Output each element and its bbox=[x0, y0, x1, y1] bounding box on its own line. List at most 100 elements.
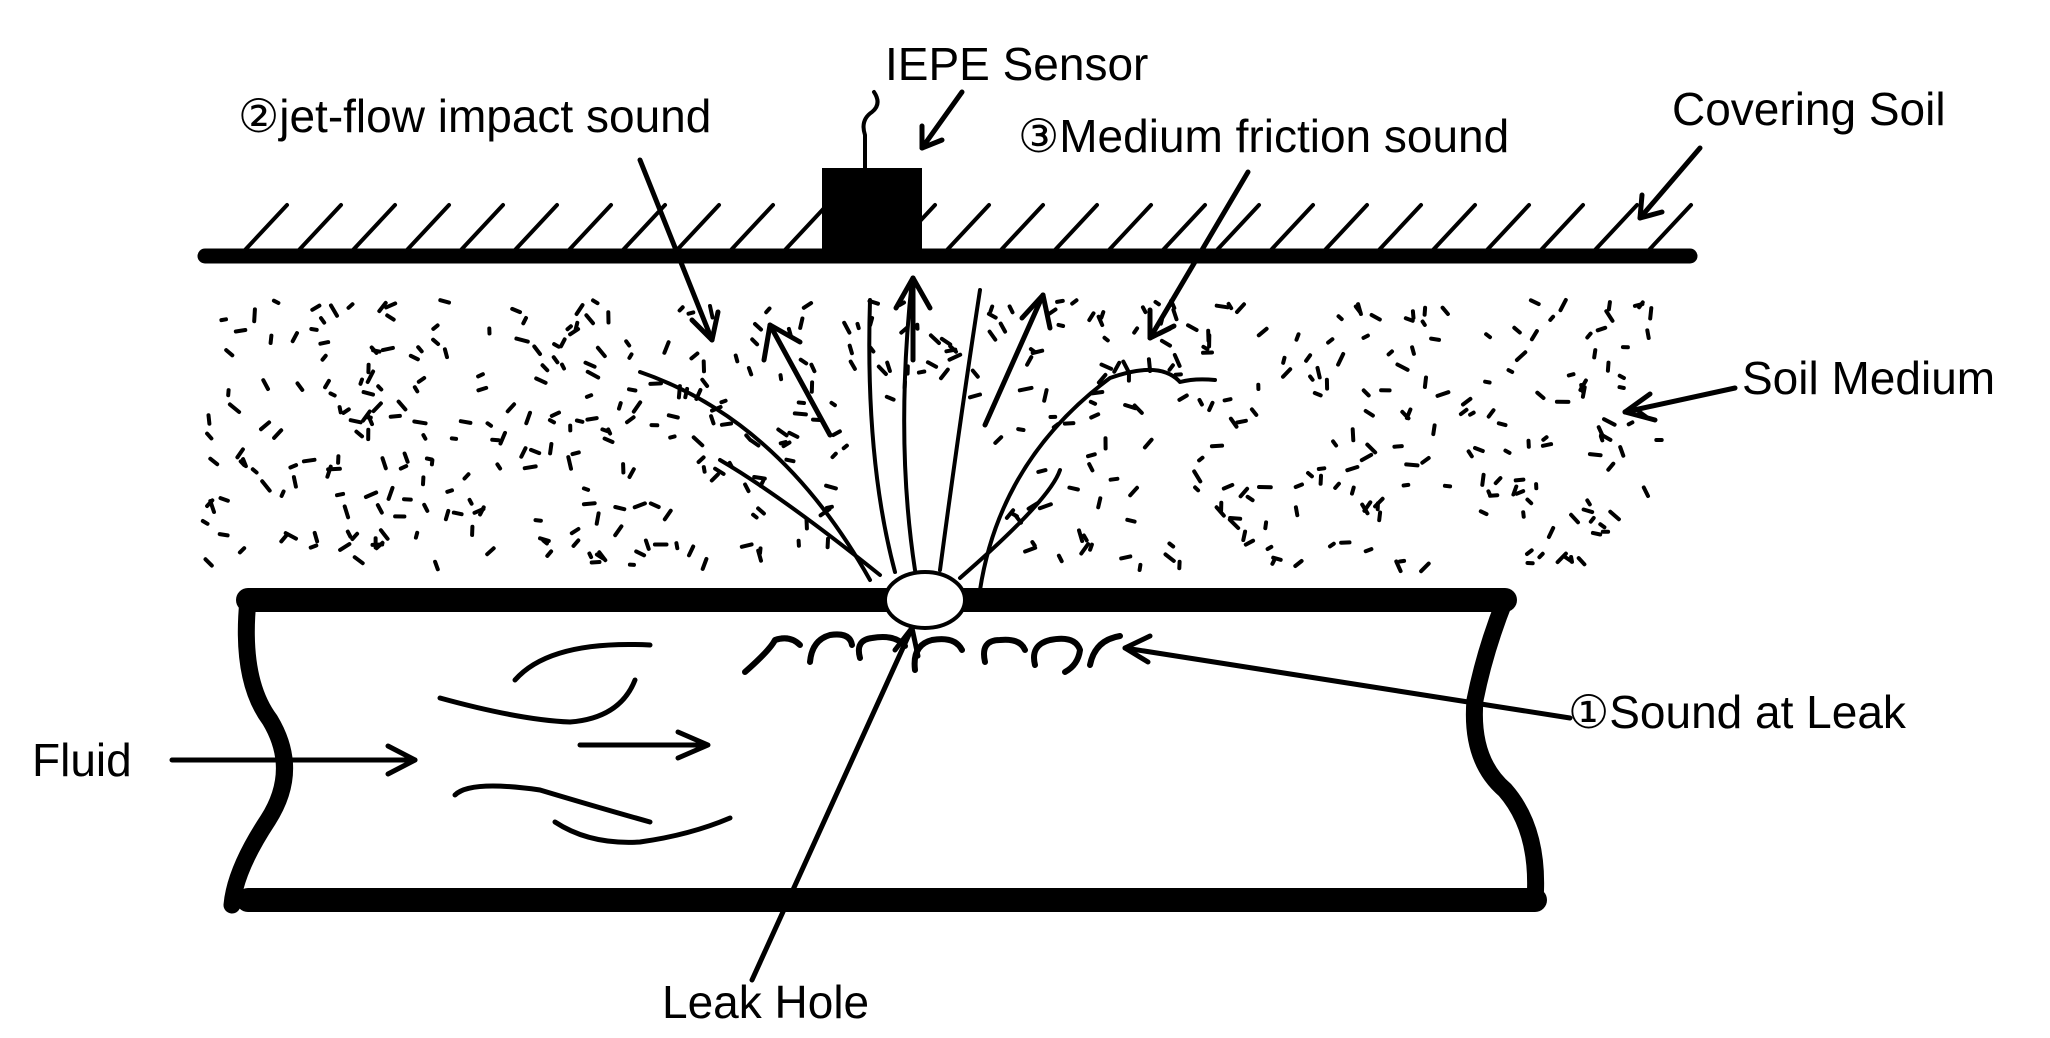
soil-speck bbox=[431, 337, 441, 346]
soil-speck bbox=[666, 413, 680, 420]
soil-speck bbox=[1592, 348, 1598, 360]
soil-speck bbox=[224, 348, 235, 358]
soil-speck bbox=[689, 351, 700, 361]
soil-speck bbox=[354, 429, 364, 439]
soil-speck bbox=[570, 450, 581, 457]
soil-speck bbox=[1548, 314, 1556, 322]
soil-speck bbox=[329, 303, 339, 318]
soil-speck bbox=[1197, 455, 1205, 463]
soil-speck bbox=[260, 479, 272, 493]
soil-speck bbox=[385, 313, 396, 322]
soil-speck bbox=[876, 364, 888, 376]
soil-speck bbox=[1315, 365, 1322, 380]
soil-speck bbox=[521, 316, 528, 326]
soil-speck bbox=[346, 302, 355, 310]
soil-speck bbox=[462, 472, 471, 481]
soil-speck bbox=[1096, 496, 1103, 510]
hatch-stroke bbox=[297, 203, 343, 252]
soil-speck bbox=[345, 529, 353, 539]
soil-speck bbox=[476, 385, 489, 393]
soil-speck bbox=[548, 442, 554, 456]
soil-speck bbox=[987, 329, 998, 342]
soil-speck bbox=[1404, 407, 1413, 420]
soil-speck bbox=[237, 546, 247, 555]
soil-speck bbox=[993, 435, 1004, 445]
soil-speck bbox=[1585, 498, 1592, 507]
label-iepe-sensor: IEPE Sensor bbox=[885, 38, 1148, 90]
soil-speck bbox=[235, 447, 245, 460]
soil-speck bbox=[402, 451, 410, 464]
soil-speck bbox=[925, 360, 939, 369]
soil-speck bbox=[227, 402, 242, 414]
soil-speck bbox=[1546, 526, 1556, 539]
soil-speck bbox=[505, 402, 517, 414]
soil-speck bbox=[1626, 420, 1635, 427]
soil-speck bbox=[1238, 486, 1250, 499]
soil-speck bbox=[208, 456, 220, 467]
soil-speck bbox=[342, 504, 351, 520]
soil-speck bbox=[1023, 545, 1038, 554]
soil-speck bbox=[617, 401, 623, 411]
soil-speck bbox=[443, 508, 451, 522]
soil-speck bbox=[781, 440, 792, 449]
soil-speck bbox=[784, 457, 796, 464]
soil-speck bbox=[1604, 309, 1615, 323]
soil-speck bbox=[569, 527, 581, 536]
soil-speck bbox=[1458, 407, 1469, 417]
soil-speck bbox=[365, 369, 376, 384]
leak-hole bbox=[883, 570, 967, 630]
soil-speck bbox=[233, 328, 248, 334]
soil-speck bbox=[1243, 538, 1256, 547]
soil-speck bbox=[1046, 307, 1058, 317]
soil-speck bbox=[1056, 553, 1064, 564]
soil-speck bbox=[1648, 306, 1654, 321]
soil-speck bbox=[581, 486, 591, 492]
soil-speck bbox=[719, 398, 728, 405]
soil-speck bbox=[1369, 313, 1382, 322]
surface-hatching bbox=[243, 203, 1693, 252]
hatch-stroke bbox=[1539, 203, 1585, 252]
soil-speck bbox=[713, 466, 726, 476]
soil-speck bbox=[749, 438, 761, 448]
soil-speck bbox=[1420, 456, 1431, 465]
soil-speck bbox=[1062, 421, 1076, 426]
soil-speck bbox=[613, 524, 624, 538]
soil-speck bbox=[1637, 300, 1645, 310]
soil-speck bbox=[1153, 300, 1161, 307]
soil-speck bbox=[758, 546, 763, 556]
soil-speck bbox=[1506, 368, 1515, 374]
soil-speck bbox=[1235, 418, 1248, 425]
soil-speck bbox=[1363, 547, 1374, 554]
soil-speck bbox=[1222, 397, 1233, 403]
soil-speck bbox=[1410, 309, 1416, 320]
leader-lines bbox=[169, 89, 1738, 983]
soil-speck bbox=[884, 394, 896, 402]
soil-speck bbox=[709, 414, 716, 426]
soil-speck bbox=[1087, 462, 1095, 473]
soil-speck bbox=[320, 353, 328, 362]
soil-speck bbox=[1473, 446, 1485, 453]
soil-speck bbox=[1466, 449, 1474, 459]
soil-speck bbox=[1529, 329, 1539, 342]
soil-speck bbox=[350, 531, 360, 541]
soil-speck bbox=[809, 362, 817, 374]
hatch-stroke bbox=[1215, 203, 1261, 252]
soil-speck bbox=[1422, 375, 1428, 389]
soil-speck bbox=[1271, 555, 1283, 562]
soil-speck bbox=[421, 433, 428, 441]
soil-speck bbox=[700, 557, 709, 571]
soil-speck bbox=[341, 407, 351, 415]
soil-speck bbox=[416, 376, 427, 384]
fluid-flow-lines bbox=[437, 641, 733, 845]
soil-speck bbox=[970, 368, 980, 379]
soil-speck bbox=[1172, 353, 1182, 368]
soil-speck bbox=[291, 475, 298, 489]
soil-speck bbox=[445, 488, 454, 494]
soil-speck bbox=[648, 381, 663, 386]
soil-speck bbox=[1377, 510, 1383, 523]
soil-speck bbox=[1440, 305, 1450, 316]
soil-speck bbox=[1256, 326, 1269, 338]
soil-speck bbox=[1293, 482, 1304, 489]
soil-speck bbox=[308, 543, 319, 550]
soil-speck bbox=[928, 333, 941, 345]
